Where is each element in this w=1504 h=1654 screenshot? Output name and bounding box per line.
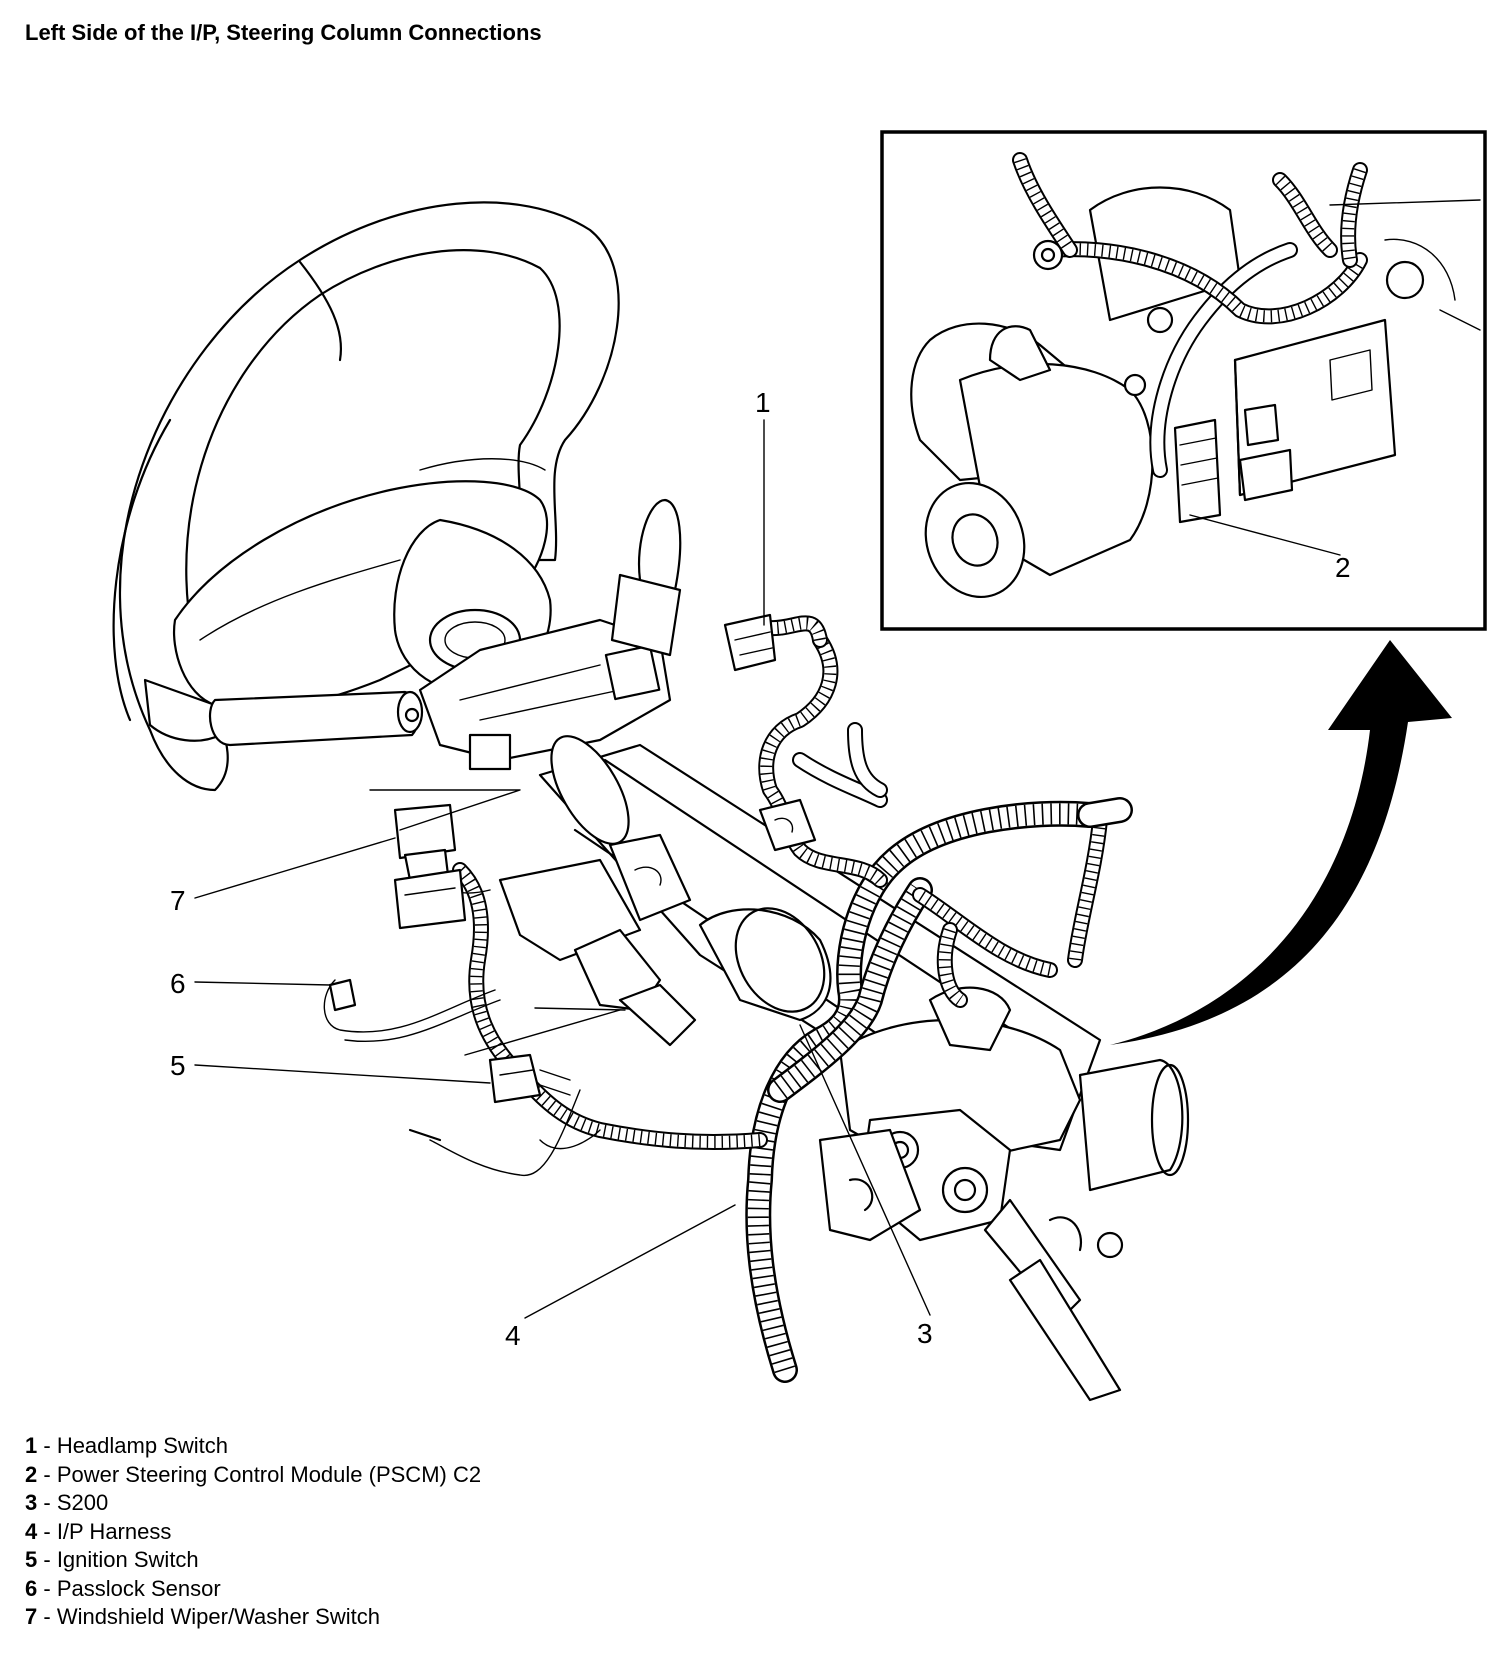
curved-arrow-icon [1110, 640, 1452, 1045]
callout-7: 7 [170, 885, 186, 916]
detail-inset [880, 130, 1487, 631]
legend-item: 6 - Passlock Sensor [25, 1575, 221, 1601]
legend-item: 3 - S200 [25, 1490, 109, 1515]
callout-4: 4 [505, 1320, 521, 1351]
callout-numbers: 1 2 3 4 5 6 7 [170, 387, 1351, 1351]
switch-cluster [418, 573, 682, 771]
callout-3: 3 [917, 1318, 933, 1349]
legend-item: 5 - Ignition Switch [25, 1547, 199, 1572]
connector-ignition-switch [488, 1053, 571, 1104]
callout-5: 5 [170, 1050, 186, 1081]
steering-column-illustration: 1 2 3 4 5 6 7 [112, 130, 1487, 1402]
connector-headlamp-switch [723, 613, 777, 672]
callout-1: 1 [755, 387, 771, 418]
column-motor-assembly [818, 986, 1190, 1402]
ip-harness-wiring [323, 615, 1133, 1383]
connector-passlock [328, 868, 467, 1012]
callout-2: 2 [1335, 552, 1351, 583]
legend-item: 1 - Headlamp Switch [25, 1433, 228, 1458]
leader-lines [194, 419, 1341, 1319]
callout-6: 6 [170, 968, 186, 999]
legend-list: 1 - Headlamp Switch 2 - Power Steering C… [25, 1432, 481, 1632]
legend-item: 2 - Power Steering Control Module (PSCM)… [25, 1461, 482, 1487]
s200-splice-clip [608, 798, 817, 922]
diagram-title: Left Side of the I/P, Steering Column Co… [25, 20, 542, 45]
legend-item: 4 - I/P Harness [25, 1518, 172, 1544]
legend-item: 7 - Windshield Wiper/Washer Switch [25, 1604, 380, 1629]
